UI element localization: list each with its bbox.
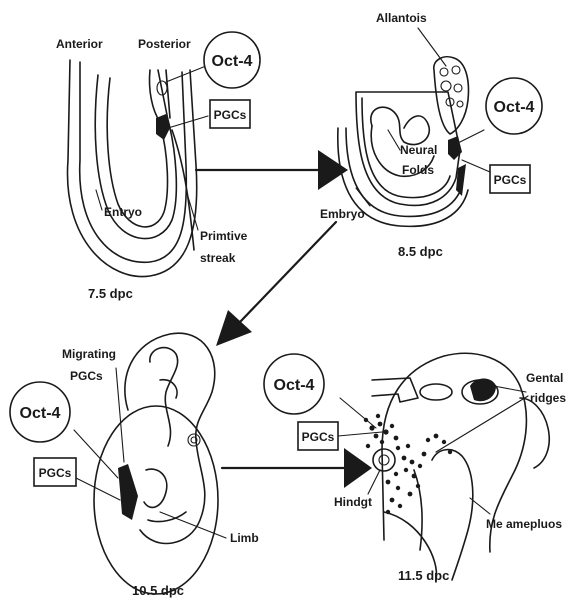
leader-allantois <box>418 28 446 66</box>
leader-pgcs-10-5 <box>76 478 120 500</box>
label-hindgut: Hindgt <box>334 495 372 509</box>
label-pgcs-11-5: PGCs <box>302 430 335 444</box>
leader-oct4-7-5 <box>166 66 206 82</box>
label-streak-line1: Primtive <box>200 229 248 243</box>
leader-embryo-7-5 <box>96 190 102 210</box>
label-mesonephros: Me amepluos <box>486 517 562 531</box>
label-neural-folds-line1: Neural <box>400 143 437 157</box>
label-genital-line2: ridges <box>530 391 566 405</box>
label-posterior: Posterior <box>138 37 191 51</box>
label-embryo-7-5: Entryo <box>104 205 142 219</box>
label-streak-line2: streak <box>200 251 236 265</box>
leader-neural-folds <box>388 130 400 150</box>
panel-8-5-dpc: Allantois Oct-4 PGCs Neural Folds Embryo… <box>320 11 542 259</box>
stage-7-5: 7.5 dpc <box>88 286 133 301</box>
embryo-7-5-drawing <box>67 60 196 277</box>
embryo-10-5-drawing <box>94 333 218 594</box>
panel-10-5-dpc: Migrating PGCs Oct-4 PGCs Limb 10.5 dpc <box>10 333 259 598</box>
leader-oct4-11-5 <box>340 398 376 428</box>
label-oct4-11-5: Oct-4 <box>274 377 315 394</box>
label-anterior: Anterior <box>56 37 103 51</box>
label-allantois: Allantois <box>376 11 427 25</box>
label-pgcs-7-5: PGCs <box>214 108 247 122</box>
leader-pgcs-8-5 <box>462 160 490 172</box>
label-migrating-line2: PGCs <box>70 369 103 383</box>
label-genital-line1: Gental <box>526 371 563 385</box>
leader-oct4-8-5 <box>460 130 484 142</box>
leader-hindgut <box>368 470 380 494</box>
leader-embryo-8-5 <box>356 188 370 206</box>
leader-migrating-pgcs <box>116 368 124 462</box>
label-migrating-line1: Migrating <box>62 347 116 361</box>
leader-oct4-10-5 <box>74 430 118 478</box>
label-oct4-8-5: Oct-4 <box>494 99 535 116</box>
label-pgcs-8-5: PGCs <box>494 173 527 187</box>
label-oct4-7-5: Oct-4 <box>212 53 253 70</box>
stage-10-5: 10.5 dpc <box>132 583 184 598</box>
leader-pgcs-7-5 <box>168 116 208 128</box>
label-embryo-8-5: Embryo <box>320 207 365 221</box>
label-limb: Limb <box>230 531 259 545</box>
label-oct4-10-5: Oct-4 <box>20 405 61 422</box>
label-neural-folds-line2: Folds <box>402 163 434 177</box>
panel-7-5-dpc: Anterior Posterior Oct-4 PGCs Entryo Pri… <box>56 32 260 301</box>
arrow-10-5-to-11-5 <box>222 448 372 488</box>
embryo-11-5-drawing <box>364 353 549 580</box>
stage-11-5: 11.5 dpc <box>398 568 449 583</box>
label-pgcs-10-5: PGCs <box>39 466 72 480</box>
arrow-7-5-to-8-5 <box>196 150 348 190</box>
stage-8-5: 8.5 dpc <box>398 244 443 259</box>
embryo-8-5-drawing <box>338 57 469 227</box>
